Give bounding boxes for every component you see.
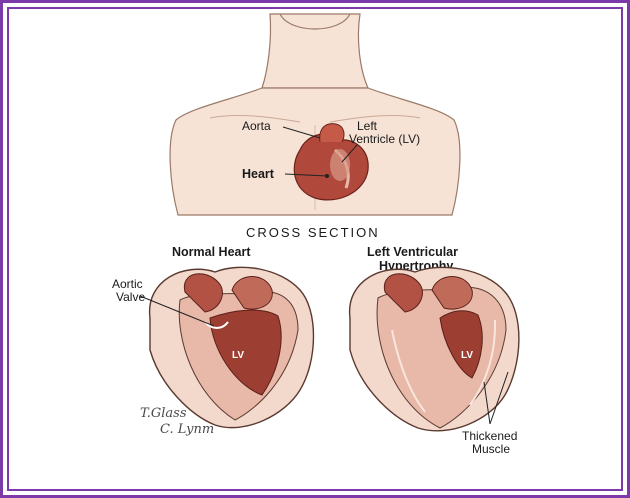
signature-line2: C. Lynm xyxy=(160,422,214,437)
label-ventricle-lv: Ventricle (LV) xyxy=(349,132,420,146)
aortic-valve-label-line2: Valve xyxy=(116,290,145,304)
normal-heart-title: Normal Heart xyxy=(172,245,251,259)
hypertrophy-lv-label: LV xyxy=(461,350,473,361)
hypertrophy-title-line1: Left Ventricular xyxy=(367,245,458,259)
cross-section-title: CROSS SECTION xyxy=(246,225,380,240)
normal-heart-cross-section: Normal Heart LV Aortic Valve xyxy=(112,245,314,428)
normal-lv-label: LV xyxy=(232,350,244,361)
label-heart: Heart xyxy=(242,167,275,181)
torso-illustration: Aorta Left Ventricle (LV) Heart xyxy=(170,14,460,215)
hypertrophy-heart-cross-section: Left Ventricular Hypertrophy LV Thickene… xyxy=(350,245,519,456)
signature-line1: T.Glass xyxy=(140,406,187,421)
label-left: Left xyxy=(357,119,378,133)
thickened-label-line1: Thickened xyxy=(462,429,517,443)
thickened-label-line2: Muscle xyxy=(472,442,510,456)
aortic-valve-label-line1: Aortic xyxy=(112,277,143,291)
label-aorta: Aorta xyxy=(242,119,271,133)
